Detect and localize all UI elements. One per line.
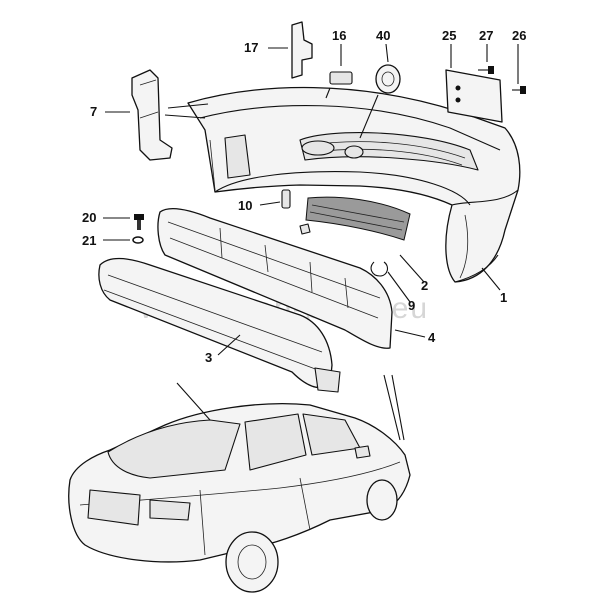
callout-25: 25 (442, 28, 456, 43)
callout-7: 7 (90, 104, 97, 119)
callout-3: 3 (205, 350, 212, 365)
fastener-27 (478, 66, 494, 74)
callout-21: 21 (82, 233, 96, 248)
towing-eye-cover (375, 64, 401, 94)
license-plate-bracket (445, 69, 503, 123)
callout-40: 40 (376, 28, 390, 43)
callout-1: 1 (500, 290, 507, 305)
leader-lines (103, 43, 519, 441)
callout-20: 20 (82, 210, 96, 225)
callout-4: 4 (428, 330, 436, 345)
clip-17 (291, 21, 313, 79)
callout-16: 16 (332, 28, 346, 43)
part-9 (370, 261, 389, 277)
callout-26: 26 (512, 28, 526, 43)
grille-insert (305, 196, 411, 241)
callout-2: 2 (421, 278, 428, 293)
bumper-beam (98, 257, 341, 393)
callouts: 1 2 3 4 7 9 10 16 17 20 21 25 26 27 40 (82, 28, 526, 365)
fastener-26 (512, 86, 526, 94)
bumper-cover (187, 86, 521, 283)
callout-17: 17 (244, 40, 258, 55)
bolt-20 (134, 214, 144, 230)
callout-9: 9 (408, 298, 415, 313)
car-overview (68, 403, 411, 593)
small-clip (299, 223, 311, 235)
part-16 (329, 71, 353, 85)
side-bracket (131, 69, 173, 161)
energy-absorber (157, 208, 393, 349)
washer-21 (132, 236, 144, 244)
callout-10: 10 (238, 198, 252, 213)
part-10 (281, 189, 291, 209)
callout-27: 27 (479, 28, 493, 43)
